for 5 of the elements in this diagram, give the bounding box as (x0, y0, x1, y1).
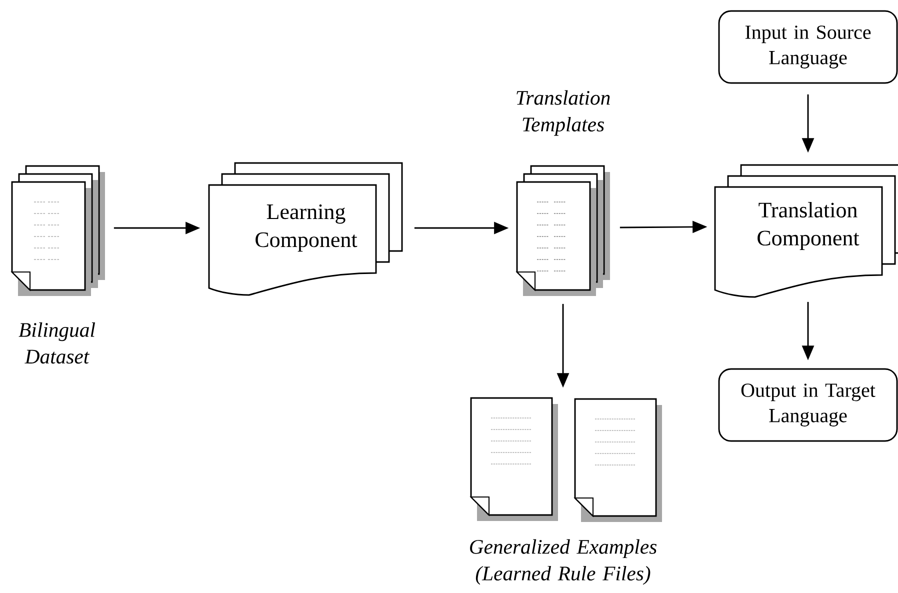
terminal-box: Input in Source Language (718, 10, 898, 84)
document-label: Generalized Examples (Learned Rule Files) (470, 539, 657, 585)
terminal-box: Output in Target Language (718, 368, 898, 442)
document-label: Bilingual Dataset (18, 322, 96, 364)
document-label: Translation Templates (516, 90, 610, 136)
